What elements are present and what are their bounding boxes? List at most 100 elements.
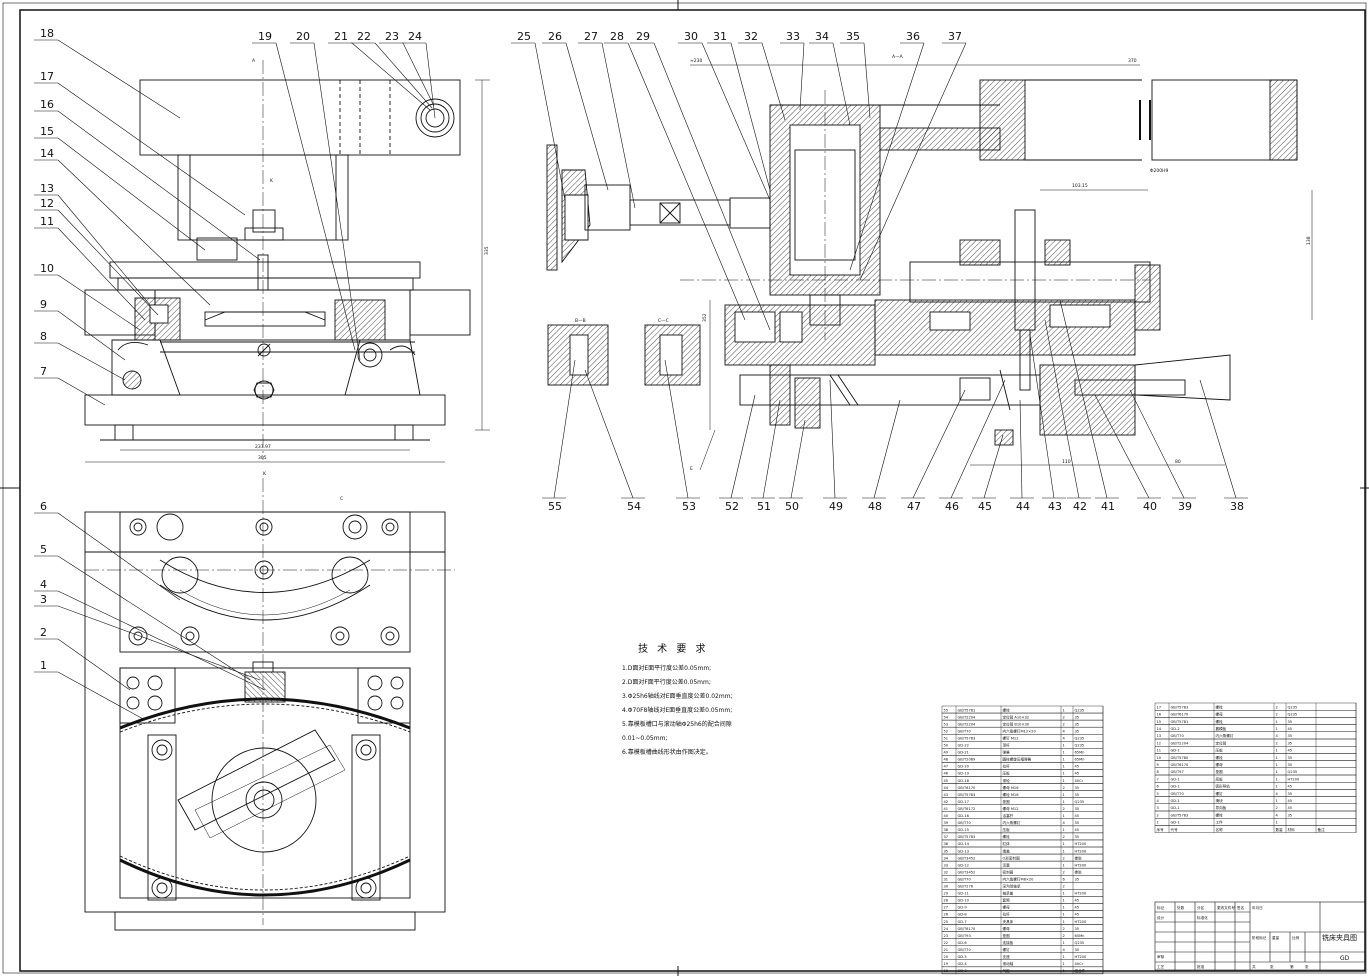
dim-right-top: ≈230 [690, 58, 702, 64]
bom-left-cell: GB/T5783 [958, 835, 976, 839]
bom-left-cell: 4 [1063, 729, 1066, 733]
callout-bottom-44-label: 44 [1016, 500, 1030, 513]
bom-left-cell: 垫圈 [1003, 933, 1011, 938]
bom-left-cell: 45 [944, 779, 949, 783]
callout-top-right-36: 36 [849, 30, 925, 271]
callout-left-14: 14 [34, 147, 211, 306]
bom-right-cell: 11 [1157, 749, 1162, 753]
tech-req-1: 1.D面对E面平行度公差0.05mm; [622, 664, 711, 672]
bom-right-cell: 螺栓 [1216, 755, 1224, 760]
bom-left-cell: 34 [944, 856, 949, 860]
bom-left-cell: GD-19 [958, 772, 970, 776]
callout-top-right-26-label: 26 [548, 30, 562, 43]
callout-top-left-22-label: 22 [357, 30, 371, 43]
callout-left-12: 12 [34, 197, 159, 316]
bom-left-cell: GD-11 [958, 892, 969, 896]
bom-left-cell: GB/T6172 [958, 807, 976, 811]
bom-right-cell: 螺母 [1216, 712, 1224, 717]
bom-left-cell: GB/T3452 [958, 856, 976, 860]
bom-left-cell: 1 [1063, 969, 1065, 973]
callout-bottom-47: 47 [901, 389, 966, 513]
bom-left-cell: 53 [944, 722, 949, 726]
bom-left-cell: GB/T2204 [958, 722, 977, 726]
bom-left-cell: 定位销 A10×32 [1003, 714, 1030, 719]
section-mark-k: K [270, 178, 274, 184]
bom-right-cell: 45 [1288, 799, 1293, 803]
callout-top-left-24: 24 [402, 30, 436, 119]
bom-left-cell: GB/T2204 [958, 715, 977, 719]
front-view [84, 60, 490, 463]
bom-left-cell: Q235 [1075, 744, 1085, 748]
bom-left-cell: GD-6 [958, 941, 968, 945]
bom-right-cell: 1 [1157, 821, 1159, 825]
bom-left-cell: 2 [1063, 870, 1065, 874]
callout-top-right-26: 26 [542, 30, 609, 191]
bom-right-cell: 45 [1288, 806, 1293, 810]
bom-right-cell: Q235 [1288, 770, 1298, 774]
callout-top-left-21-label: 21 [334, 30, 348, 43]
callout-left-5-label: 5 [40, 543, 47, 556]
title-block-label: 分区 [1197, 905, 1205, 910]
bom-header-cell: 序号 [1157, 827, 1165, 832]
bom-right-cell: 螺栓 [1216, 812, 1224, 817]
bom-left-cell: 轴承盖 [1003, 891, 1014, 896]
bom-left-cell: 24 [944, 927, 949, 931]
callout-left-4: 4 [34, 578, 266, 691]
callout-left-13-label: 13 [40, 182, 54, 195]
bom-left-cell: GD-8 [958, 913, 968, 917]
bom-left-cell: 20 [944, 955, 949, 959]
bom-left-cell: 50 [944, 744, 949, 748]
bom-left-cell: HT200 [1075, 955, 1087, 959]
callout-left-11-label: 11 [40, 215, 54, 228]
dim-vertical-mid: 352 [702, 313, 708, 322]
callout-top-right-29-label: 29 [636, 30, 650, 43]
title-block-label: 签名 [1237, 905, 1245, 910]
bom-right-cell: 1 [1276, 770, 1278, 774]
title-block [1154, 901, 1366, 971]
bom-left-cell: 1 [1063, 744, 1065, 748]
callout-left-13: 13 [34, 182, 151, 306]
bom-left-cell: 40Cr [1075, 779, 1084, 783]
bom-left-cell: 37 [944, 835, 949, 839]
callout-top-right-37: 37 [859, 30, 967, 281]
bom-right-cell: 35 [1288, 813, 1293, 817]
callout-bottom-43-label: 43 [1048, 500, 1062, 513]
bom-right-cell: 13 [1157, 734, 1162, 738]
drawing-title: 铣床夹具图 [1322, 933, 1357, 942]
callout-left-9: 9 [34, 298, 126, 361]
bom-left-cell: 23 [944, 934, 949, 938]
callout-bottom-44: 44 [1010, 399, 1034, 513]
bom-left-cell: 1 [1063, 828, 1065, 832]
callout-left-2: 2 [34, 626, 131, 691]
bom-right-cell: 1 [1276, 785, 1278, 789]
section-mark-k2: K [263, 471, 267, 477]
bom-left-cell: 1 [1063, 842, 1065, 846]
bom-right-cell: 1 [1276, 799, 1278, 803]
tech-req-5: 5.靠模板槽口与滚动轴Φ25h6的配合间隙 [622, 720, 732, 728]
bom-left-cell: GB/T5781 [958, 708, 976, 712]
bom-left-cell: 4 [1063, 948, 1066, 952]
callout-top-right-27-label: 27 [584, 30, 598, 43]
callout-left-8-label: 8 [40, 330, 47, 343]
callout-left-5: 5 [34, 543, 251, 681]
bom-left-cell: Q235 [1075, 708, 1085, 712]
bom-left-cell: GD-22 [958, 744, 969, 748]
bom-left-cell: GD-5 [958, 955, 967, 959]
bom-left-cell: 45 [1075, 913, 1080, 917]
bom-right-cell: 1 [1276, 777, 1278, 781]
bom-left-cell: 螺母 [1003, 905, 1011, 910]
